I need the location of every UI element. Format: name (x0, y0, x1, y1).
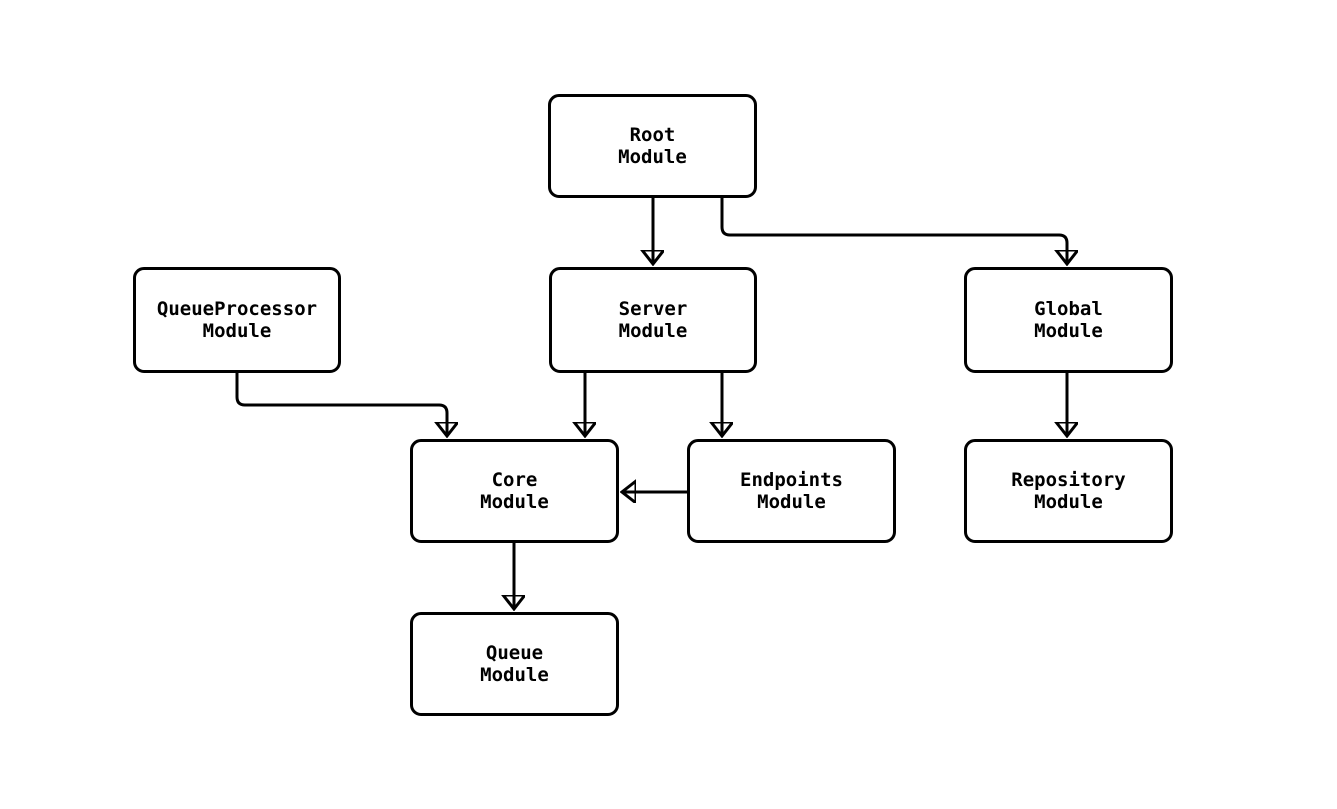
node-core-module: Core Module (410, 439, 619, 543)
node-endpoints-module-label: Endpoints Module (740, 469, 843, 513)
node-queueprocessor-module-label: QueueProcessor Module (156, 298, 318, 342)
node-repository-module-label: Repository Module (1011, 469, 1126, 513)
edge-queueprocessor-to-core (235, 373, 447, 436)
node-queueprocessor-module: QueueProcessor Module (133, 267, 341, 373)
node-root-module-label: Root Module (618, 124, 687, 168)
node-endpoints-module: Endpoints Module (687, 439, 896, 543)
node-queue-module-label: Queue Module (480, 642, 549, 686)
node-repository-module: Repository Module (964, 439, 1173, 543)
node-server-module: Server Module (549, 267, 757, 373)
node-root-module: Root Module (548, 94, 757, 198)
node-queue-module: Queue Module (410, 612, 619, 716)
node-global-module: Global Module (964, 267, 1173, 373)
node-server-module-label: Server Module (618, 298, 688, 342)
edge-root-to-global (720, 198, 1067, 264)
node-global-module-label: Global Module (1034, 298, 1103, 342)
node-core-module-label: Core Module (480, 469, 549, 513)
